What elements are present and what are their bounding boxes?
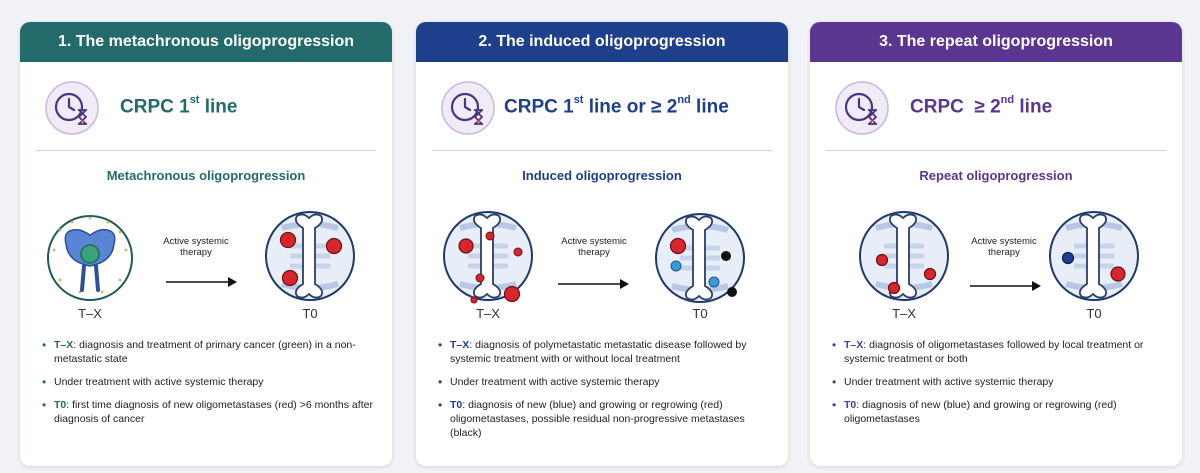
arrow-head bbox=[620, 279, 629, 289]
bullet-list: T–X: diagnosis and treatment of primary … bbox=[42, 338, 382, 435]
diagram-graphic bbox=[859, 211, 1139, 301]
arrow-head bbox=[1032, 281, 1041, 291]
diagram-graphic bbox=[443, 211, 745, 304]
card-repeat: 3. The repeat oligoprogression CRPC ≥ 2n… bbox=[810, 22, 1182, 466]
arrow-label: Active systemic therapy bbox=[561, 236, 627, 258]
card-header: 2. The induced oligoprogression bbox=[416, 22, 788, 62]
list-item: Under treatment with active systemic the… bbox=[832, 375, 1172, 389]
arrow-head bbox=[228, 277, 237, 287]
card-metachronous: 1. The metachronous oligoprogression CRP… bbox=[20, 22, 392, 466]
treatment-line-title: CRPC 1st line or ≥ 2nd line bbox=[504, 94, 729, 118]
list-item: Under treatment with active systemic the… bbox=[438, 375, 778, 389]
list-item: Under treatment with active systemic the… bbox=[42, 375, 382, 389]
list-item: T0: diagnosis of new (blue) and growing … bbox=[438, 398, 778, 440]
bullet-list: T–X: diagnosis of oligometastases follow… bbox=[832, 338, 1172, 435]
line-row: CRPC 1st line bbox=[20, 66, 392, 148]
list-item: T0: first time diagnosis of new oligomet… bbox=[42, 398, 382, 426]
clock-hourglass-icon bbox=[441, 81, 495, 135]
diagram-subtitle: Induced oligoprogression bbox=[522, 168, 682, 183]
stage-label-t0: T0 bbox=[1086, 306, 1102, 321]
bone-icon bbox=[1049, 211, 1139, 301]
list-item: T0: diagnosis of new (blue) and growing … bbox=[832, 398, 1172, 426]
diagram-subtitle: Metachronous oligoprogression bbox=[106, 168, 306, 183]
card-header: 3. The repeat oligoprogression bbox=[810, 22, 1182, 62]
progression-diagram: Active systemic therapy T–X T0 bbox=[416, 188, 788, 328]
arrow-label: Active systemic therapy bbox=[971, 236, 1037, 258]
diagram-subtitle: Repeat oligoprogression bbox=[919, 168, 1073, 183]
treatment-line-title: CRPC ≥ 2nd line bbox=[910, 94, 1053, 118]
divider bbox=[36, 150, 376, 151]
bone-icon bbox=[655, 213, 745, 303]
stage-label-tx: T–X bbox=[78, 306, 102, 321]
prostate-icon bbox=[47, 215, 133, 301]
card-header: 1. The metachronous oligoprogression bbox=[20, 22, 392, 62]
stage-label-tx: T–X bbox=[476, 306, 500, 321]
list-item: T–X: diagnosis of polymetastatic metasta… bbox=[438, 338, 778, 366]
divider bbox=[826, 150, 1166, 151]
card-induced: 2. The induced oligoprogression CRPC 1st… bbox=[416, 22, 788, 466]
bone-icon bbox=[265, 211, 355, 301]
arrow-label: Active systemic therapy bbox=[163, 236, 229, 258]
bone-icon bbox=[443, 211, 533, 304]
stage-label-t0: T0 bbox=[692, 306, 708, 321]
clock-hourglass-icon bbox=[45, 81, 99, 135]
treatment-line-title: CRPC 1st line bbox=[120, 94, 238, 118]
list-item: T–X: diagnosis of oligometastases follow… bbox=[832, 338, 1172, 366]
stage-label-tx: T–X bbox=[892, 306, 916, 321]
divider bbox=[432, 150, 772, 151]
list-item: T–X: diagnosis and treatment of primary … bbox=[42, 338, 382, 366]
clock-hourglass-icon bbox=[835, 81, 889, 135]
bone-icon bbox=[859, 211, 949, 301]
progression-diagram: Active systemic therapy T–X T0 bbox=[20, 188, 392, 328]
line-row: CRPC ≥ 2nd line bbox=[810, 66, 1182, 148]
line-row: CRPC 1st line or ≥ 2nd line bbox=[416, 66, 788, 148]
bullet-list: T–X: diagnosis of polymetastatic metasta… bbox=[438, 338, 778, 449]
diagram-graphic bbox=[47, 211, 355, 301]
progression-diagram: Active systemic therapy T–X T0 bbox=[810, 188, 1182, 328]
stage-label-t0: T0 bbox=[302, 306, 318, 321]
